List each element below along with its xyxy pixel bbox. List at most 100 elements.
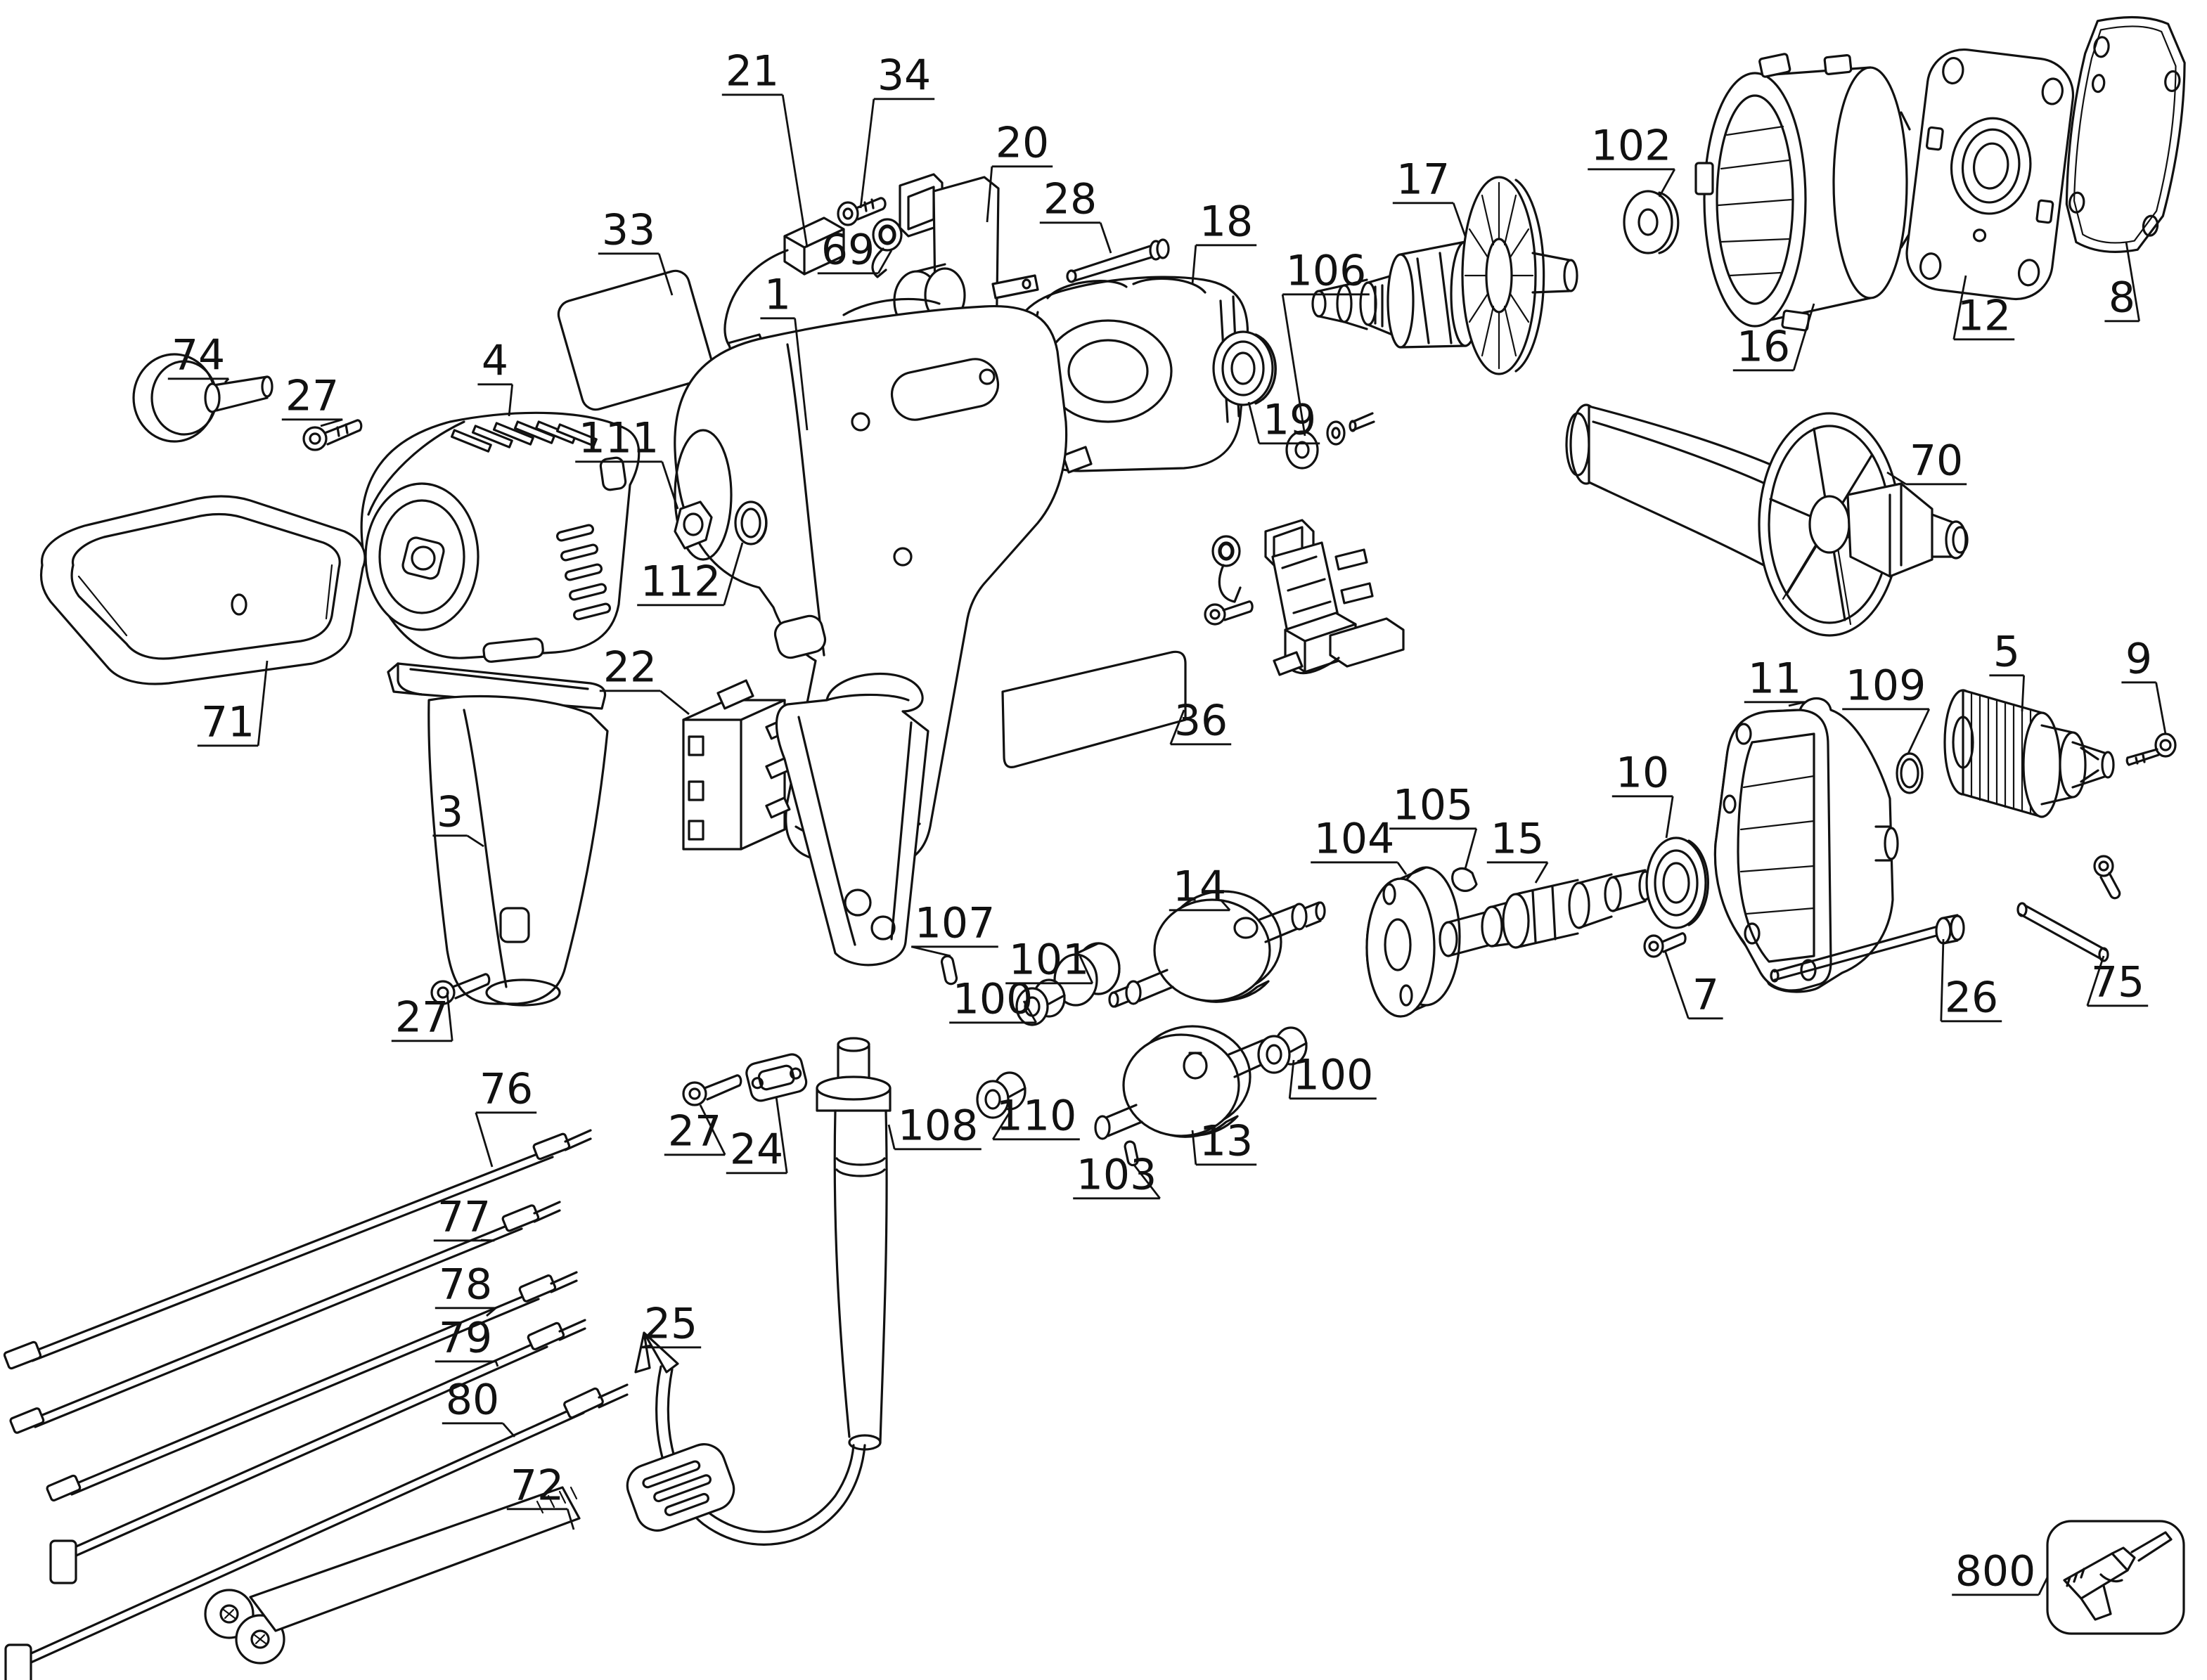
callout-71-21: 71 bbox=[197, 660, 269, 747]
callout-27-46: 27 bbox=[664, 1104, 726, 1156]
part-number: 8 bbox=[2109, 273, 2135, 323]
part-number: 69 bbox=[821, 226, 875, 275]
handle-grip-cover bbox=[427, 694, 609, 1007]
part-number: 111 bbox=[579, 414, 659, 463]
part-number: 16 bbox=[1737, 323, 1790, 372]
callout-27-16: 27 bbox=[281, 372, 343, 427]
lead-wire-76 bbox=[3, 1129, 592, 1370]
screw-7 bbox=[1643, 932, 1687, 958]
callout-leader bbox=[1288, 1059, 1295, 1099]
callout-10-29: 10 bbox=[1611, 749, 1674, 839]
lead-wire-77 bbox=[9, 1201, 561, 1434]
callout-102-9: 102 bbox=[1588, 122, 1676, 198]
pin-107 bbox=[940, 955, 958, 986]
screw-27-top bbox=[302, 419, 363, 451]
callout-112-19: 112 bbox=[637, 542, 744, 607]
callout-leader bbox=[911, 945, 951, 957]
grip-inner-frame bbox=[775, 672, 929, 967]
callout-leader bbox=[1132, 1163, 1161, 1199]
callout-19-11: 19 bbox=[1247, 396, 1320, 445]
gear-14 bbox=[1108, 890, 1326, 1008]
handle-latch-strip bbox=[387, 662, 607, 710]
spindle-flange bbox=[1365, 866, 1461, 1018]
callout-leader bbox=[775, 1096, 788, 1173]
part-number: 78 bbox=[439, 1260, 492, 1310]
armature-rotor bbox=[1311, 176, 1578, 375]
callout-9-28: 9 bbox=[2121, 635, 2167, 735]
part-number: 79 bbox=[439, 1314, 492, 1363]
trigger-switch bbox=[682, 679, 791, 851]
part-number: 15 bbox=[1491, 815, 1544, 864]
callout-34-1: 34 bbox=[859, 51, 935, 209]
part-number: 103 bbox=[1076, 1151, 1157, 1200]
callout-100-36: 100 bbox=[949, 975, 1038, 1024]
callout-leader bbox=[224, 377, 230, 383]
part-number: 33 bbox=[602, 206, 655, 255]
sleeve-100-right bbox=[1257, 1026, 1308, 1074]
seal-ring bbox=[734, 500, 768, 545]
callout-leader bbox=[466, 834, 484, 848]
screw-9 bbox=[2125, 732, 2177, 766]
callout-leader bbox=[320, 418, 343, 427]
callout-leader bbox=[494, 1361, 499, 1367]
callout-leader bbox=[1079, 955, 1094, 984]
screw-27-bottom bbox=[682, 1074, 742, 1106]
pin-75 bbox=[2016, 855, 2121, 962]
part-number: 5 bbox=[1993, 628, 2020, 677]
warning-label bbox=[1001, 650, 1187, 768]
callout-104-32: 104 bbox=[1311, 815, 1408, 875]
service-kit-inset bbox=[2046, 1520, 2185, 1635]
part-number: 106 bbox=[1286, 247, 1367, 296]
callout-leader bbox=[1664, 950, 1690, 1019]
part-number: 104 bbox=[1314, 815, 1395, 864]
callout-leader bbox=[502, 1422, 516, 1437]
motor-pin bbox=[1066, 238, 1170, 283]
part-number: 80 bbox=[446, 1376, 499, 1425]
callout-4-17: 4 bbox=[477, 337, 513, 417]
callout-leader bbox=[1788, 701, 1806, 707]
callout-leader bbox=[794, 318, 809, 431]
callout-78-43: 78 bbox=[435, 1260, 497, 1317]
callout-69-4: 69 bbox=[817, 226, 893, 275]
motor-end-plate bbox=[1905, 48, 2075, 301]
callout-79-44: 79 bbox=[435, 1314, 499, 1367]
part-number: 9 bbox=[2125, 635, 2152, 684]
gasket bbox=[2065, 15, 2186, 253]
part-number: 27 bbox=[395, 993, 449, 1042]
callout-leader bbox=[1940, 938, 1945, 1021]
callout-106-10: 106 bbox=[1281, 247, 1370, 437]
callout-leader bbox=[699, 1104, 726, 1156]
callout-leader bbox=[1952, 275, 1967, 340]
power-cord bbox=[634, 1331, 866, 1546]
part-number: 75 bbox=[2091, 958, 2144, 1007]
part-number: 100 bbox=[1293, 1051, 1374, 1100]
callout-leader bbox=[2086, 955, 2105, 1007]
callout-25-53: 25 bbox=[640, 1300, 702, 1349]
callout-leader bbox=[257, 660, 269, 746]
callout-27-37: 27 bbox=[391, 992, 453, 1042]
part-number: 22 bbox=[603, 643, 657, 692]
callout-1-7: 1 bbox=[760, 271, 809, 431]
callout-108-48: 108 bbox=[887, 1101, 982, 1151]
part-number: 100 bbox=[953, 975, 1034, 1024]
callout-75-40: 75 bbox=[2086, 955, 2149, 1007]
callout-leader bbox=[2155, 682, 2167, 735]
callout-leader bbox=[659, 690, 690, 716]
chuck bbox=[1943, 689, 2115, 818]
part-number: 7 bbox=[1692, 971, 1719, 1020]
part-number: 1 bbox=[764, 271, 791, 320]
brush-holder-screw bbox=[837, 197, 887, 226]
callout-5-27: 5 bbox=[1989, 628, 2025, 712]
part-number: 800 bbox=[1955, 1547, 2036, 1596]
motor-end-bell bbox=[360, 411, 641, 663]
callout-leader bbox=[1665, 796, 1674, 839]
callout-14-33: 14 bbox=[1169, 862, 1231, 912]
callout-74-15: 74 bbox=[167, 331, 230, 383]
callout-leader bbox=[508, 384, 513, 417]
side-handle bbox=[1565, 403, 1969, 637]
callout-leader bbox=[475, 1112, 494, 1168]
part-number: 112 bbox=[641, 557, 721, 607]
part-number: 18 bbox=[1199, 198, 1253, 247]
callout-leader bbox=[486, 1307, 497, 1317]
